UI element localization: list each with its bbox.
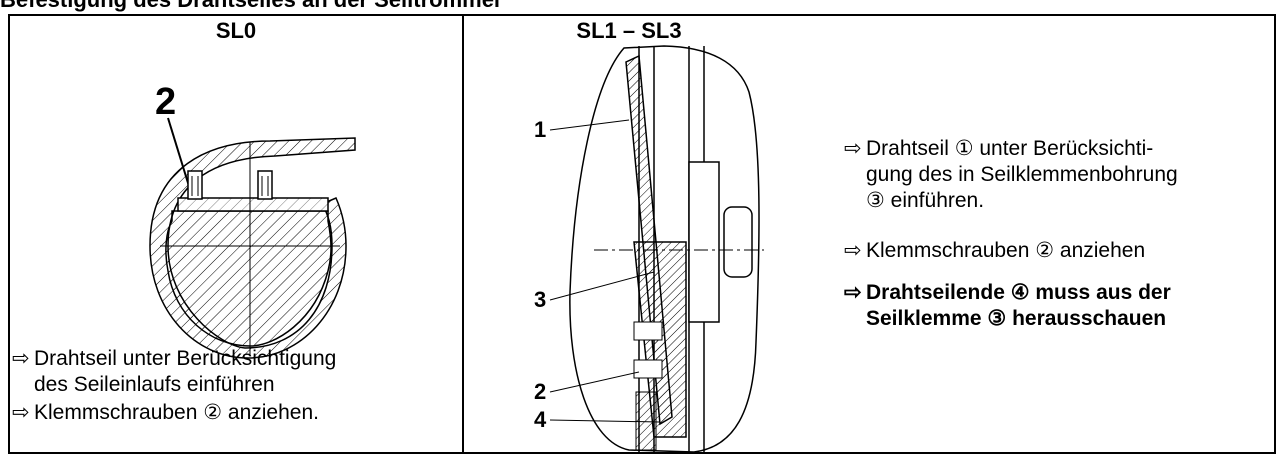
callout-2: 2 (155, 81, 176, 123)
callout-3: 3 (534, 287, 546, 312)
left-step-1: ⇨Drahtseil unter Berücksichtigung des Se… (12, 347, 337, 396)
right-step-3: ⇨Drahtseilende ④ muss aus der Seilklemme… (844, 281, 1171, 330)
drum-cross-section-diagram: 2 (149, 81, 356, 359)
right-heading: SL1 – SL3 (576, 18, 682, 43)
right-step-2: ⇨Klemmschrauben ② anziehen (844, 239, 1146, 262)
arrow-icon: ⇨ (844, 239, 862, 262)
left-step-2: ⇨Klemmschrauben ② anziehen. (12, 401, 319, 424)
left-panel-sl0: SL0 2 ⇨Drahtseil unter Berücksichtigung … (8, 14, 464, 454)
left-heading: SL0 (215, 18, 257, 43)
callout-1: 1 (534, 117, 546, 142)
callout-4: 4 (534, 407, 547, 432)
arrow-icon: ⇨ (844, 137, 862, 160)
top-caption: Befestigung des Drahtseiles an der Seilt… (0, 0, 760, 13)
right-step-1: ⇨Drahtseil ① unter Berücksichti- gung de… (844, 137, 1178, 212)
arrow-icon: ⇨ (12, 347, 30, 370)
arrow-icon: ⇨ (12, 401, 30, 424)
callout-2-right: 2 (534, 379, 546, 404)
arrow-icon: ⇨ (844, 281, 862, 304)
rope-clamp-section-diagram: 1 3 2 4 (534, 45, 764, 452)
right-panel-sl1-sl3: SL1 – SL3 1 3 2 4 (462, 14, 1276, 454)
